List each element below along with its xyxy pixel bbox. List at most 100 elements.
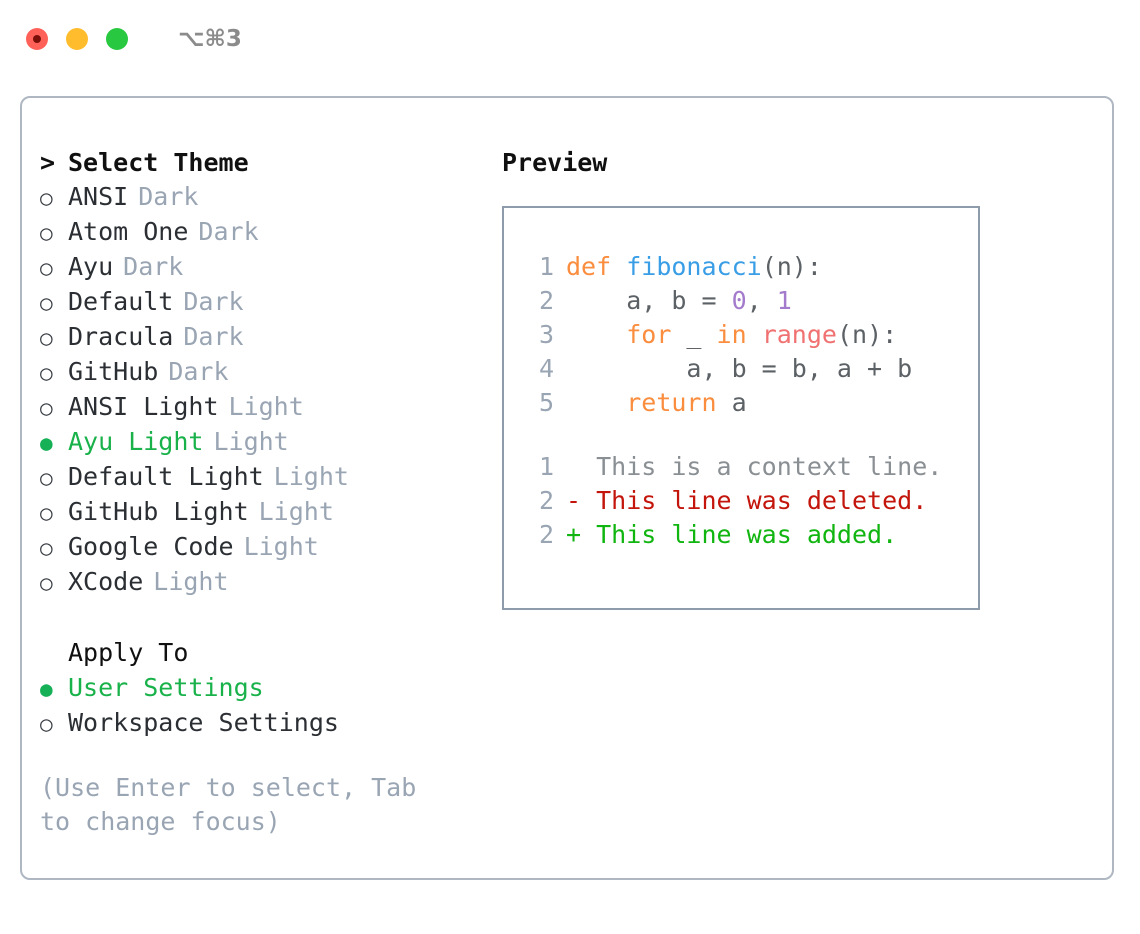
apply-to-option-workspace-settings[interactable]: ○ Workspace Settings [40, 706, 490, 741]
radio-unselected-icon: ○ [40, 256, 53, 280]
code-line: 2 a, b = 0, 1 [520, 284, 978, 318]
radio-unselected-icon: ○ [40, 326, 53, 350]
select-theme-title: Select Theme [68, 148, 249, 177]
diff-line-number: 2 [538, 520, 554, 549]
code-line-content: def fibonacci(n): [566, 250, 822, 284]
apply-to-option-label: User Settings [68, 673, 264, 702]
radio-unselected-icon: ○ [40, 466, 53, 490]
radio-unselected-icon: ○ [40, 571, 53, 595]
code-token-kw: for [626, 320, 672, 349]
close-button[interactable] [26, 28, 48, 50]
theme-option-github-light[interactable]: ○ GitHub Light Light [40, 495, 490, 530]
preview-title: Preview [502, 148, 608, 177]
code-line: 4 a, b = b, a + b [520, 352, 978, 386]
apply-to-title: Apply To [68, 638, 189, 667]
code-token-txt [747, 320, 762, 349]
code-token-txt [566, 388, 626, 417]
theme-option-label: Default [68, 287, 174, 316]
diff-line-number: 1 [538, 452, 554, 481]
theme-variant-tag: Light [243, 532, 319, 561]
diff-sample: 1 This is a context line. 2- This line wa… [520, 450, 978, 552]
theme-variant-tag: Dark [168, 357, 229, 386]
code-line: 3 for _ in range(n): [520, 318, 978, 352]
theme-option-label: Ayu [68, 252, 114, 281]
theme-variant-tag: Dark [183, 287, 244, 316]
radio-unselected-icon: ○ [40, 186, 53, 210]
code-line-number: 1 [538, 252, 554, 281]
code-diff-spacer [520, 420, 978, 450]
code-token-call: range [761, 320, 837, 349]
apply-to-option-label: Workspace Settings [68, 708, 339, 737]
spacer-bullet: ○ [40, 637, 68, 671]
theme-variant-tag: Dark [198, 217, 259, 246]
radio-unselected-icon: ○ [40, 501, 53, 525]
title-bar: ⌥⌘3 [0, 0, 1140, 78]
apply-to-options-list: ●User Settings ○ Workspace Settings [40, 671, 490, 741]
diff-marker: + [566, 520, 582, 549]
code-line-content: for _ in range(n): [566, 318, 897, 352]
caret-icon: > [40, 148, 56, 177]
theme-option-label: ANSI [68, 182, 129, 211]
keyboard-shortcut-label: ⌥⌘3 [178, 26, 242, 52]
code-token-txt: _ [671, 320, 717, 349]
code-line-content: return a [566, 386, 747, 420]
code-token-txt: , [746, 286, 777, 315]
apply-to-option-user-settings[interactable]: ●User Settings [40, 671, 490, 706]
code-token-txt: a, b = b, a + b [566, 354, 913, 383]
radio-unselected-icon: ○ [40, 536, 53, 560]
minimize-button[interactable] [66, 28, 88, 50]
theme-variant-tag: Light [153, 567, 229, 596]
theme-option-label: Dracula [68, 322, 174, 351]
zoom-button[interactable] [106, 28, 128, 50]
apply-to-heading: ○ Apply To [40, 636, 490, 671]
code-token-fn: fibonacci [626, 252, 762, 281]
theme-option-label: XCode [68, 567, 144, 596]
theme-option-google-code[interactable]: ○ Google Code Light [40, 530, 490, 565]
keyboard-hint-text: (Use Enter to select, Tab to change focu… [40, 773, 432, 836]
radio-unselected-icon: ○ [40, 396, 53, 420]
diff-line-del: 2- This line was deleted. [520, 484, 978, 518]
diff-line-text: This is a context line. [581, 452, 943, 481]
theme-option-dracula[interactable]: ○ Dracula Dark [40, 320, 490, 355]
code-token-txt: a, b = [566, 286, 732, 315]
theme-option-label: Atom One [68, 217, 189, 246]
theme-variant-tag: Light [258, 497, 334, 526]
theme-variant-tag: Light [213, 427, 289, 456]
apply-to-section: ○ Apply To ●User Settings○Workspace Sett… [40, 636, 490, 741]
traffic-light-group [26, 28, 128, 50]
theme-option-label: GitHub Light [68, 497, 249, 526]
code-line-number: 2 [538, 286, 554, 315]
theme-option-label: Google Code [68, 532, 234, 561]
code-token-num: 1 [776, 286, 792, 315]
select-theme-heading: > Select Theme [40, 146, 490, 180]
code-token-punc: (n): [836, 320, 898, 349]
theme-option-label: ANSI Light [68, 392, 219, 421]
code-token-punc: (n): [761, 252, 822, 281]
diff-line-text: This line was deleted. [581, 486, 928, 515]
radio-unselected-icon: ○ [40, 712, 53, 736]
code-token-txt: a [716, 388, 747, 417]
theme-variant-tag: Dark [183, 322, 244, 351]
theme-option-ayu[interactable]: ○ Ayu Dark [40, 250, 490, 285]
diff-line-number: 2 [538, 486, 554, 515]
radio-unselected-icon: ○ [40, 361, 53, 385]
theme-variant-tag: Dark [123, 252, 184, 281]
theme-option-xcode[interactable]: ○ XCode Light [40, 565, 490, 600]
diff-marker [566, 450, 581, 484]
code-token-txt [566, 320, 626, 349]
